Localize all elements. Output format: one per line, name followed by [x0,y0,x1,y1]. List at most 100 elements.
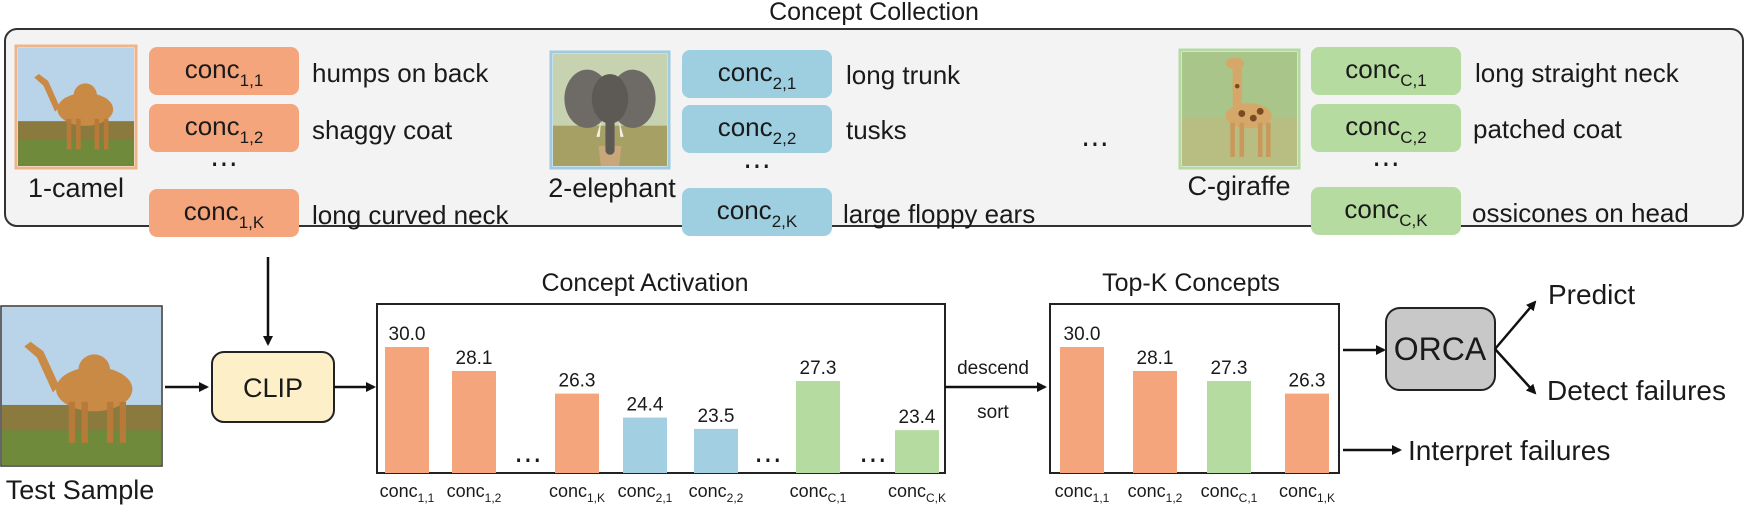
concept-chip: concC,K [1311,187,1461,235]
test-sample-photo-icon [0,305,163,467]
conc-subscript: C,2 [1400,128,1426,147]
ellipsis: ⋯ [1372,148,1400,179]
bar-tick-label: conc1,K [549,481,605,505]
conc-word: conc [1345,54,1400,84]
conc-word: conc [718,57,773,87]
bar [623,417,667,473]
ellipsis: ⋯ [743,150,771,181]
interpret-failures-label: Interpret failures [1408,435,1610,466]
bar [1060,347,1104,473]
bar-gap-ellipsis: ⋯ [514,444,542,475]
bar-tick-label: conc1,2 [1128,481,1183,505]
conc-subscript: 1,K [239,213,265,232]
concept-chip: conc2,K [682,188,832,236]
bar [452,370,496,473]
collection-title: Concept Collection [769,0,979,26]
conc-word: conc [185,54,240,84]
conc-subscript: 1,2 [240,128,264,147]
arrow-to-predict [1494,300,1537,350]
concept-description: long straight neck [1475,58,1680,88]
concept-description: long curved neck [312,200,510,230]
concept-description: tusks [846,115,907,145]
class-name: 2-elephant [548,173,676,203]
concept-chip: conc1,2 [149,104,299,152]
bar-tick-label: conc1,1 [380,481,435,505]
bar-value-label: 24.4 [627,395,664,416]
bar-tick-label: concC,K [888,481,946,505]
concept-chip: concC,1 [1311,47,1461,95]
ellipsis: ⋯ [210,148,238,179]
conc-subscript: 2,2 [773,129,797,148]
concept-description: humps on back [312,58,489,88]
svg-text:concC,2: concC,2 [1345,111,1426,147]
conc-word: conc [184,196,239,226]
classes-ellipsis: ⋯ [1081,128,1109,159]
bar-tick-label: conc1,1 [1055,481,1110,505]
bar-gap-ellipsis: ⋯ [859,444,887,475]
bar [694,428,738,473]
conc-word: conc [1345,111,1400,141]
orca-label: ORCA [1394,331,1487,367]
bar [796,381,840,473]
conc-subscript: 2,K [772,212,798,231]
conc-word: conc [1344,194,1399,224]
bar-value-label: 28.1 [1137,348,1174,369]
bar-tick-label: conc2,2 [689,481,744,505]
bar-value-label: 28.1 [456,348,493,369]
bar-value-label: 26.3 [559,371,596,392]
concept-description: patched coat [1473,114,1623,144]
conc-word: conc [185,111,240,141]
clip-block: CLIP [211,351,335,423]
bar-tick-label: conc2,1 [618,481,673,505]
elephant-photo-icon [549,50,671,170]
concept-chip: conc2,1 [682,50,832,98]
giraffe-photo-icon [1178,48,1301,170]
bar-value-label: 30.0 [389,324,426,345]
concept-description: shaggy coat [312,115,453,145]
svg-text:conc2,K: conc2,K [717,195,798,231]
concept-chip: conc2,2 [682,105,832,153]
conc-subscript: 2,1 [773,74,797,93]
bar [1207,381,1251,473]
concept-chip: concC,2 [1311,104,1461,152]
bar-value-label: 26.3 [1289,371,1326,392]
concept-chip: conc1,1 [149,47,299,95]
predict-label: Predict [1548,279,1635,310]
conc-subscript: C,1 [1400,71,1426,90]
bar-value-label: 23.5 [698,406,735,427]
bar [1285,393,1329,473]
bar-tick-label: conc1,2 [447,481,502,505]
bar-tick-label: concC,1 [790,481,847,505]
svg-text:conc2,2: conc2,2 [718,112,797,148]
conc-word: conc [718,112,773,142]
sort-label: sort [977,402,1009,423]
camel-photo-icon [14,44,138,170]
class-group-elephant: 2-elephant conc2,1 long trunk conc2,2 tu… [548,50,1035,236]
class-group-camel: 1-camel conc1,1 humps on back conc1,2 sh… [14,44,510,237]
svg-text:conc1,2: conc1,2 [185,111,264,147]
svg-text:concC,1: concC,1 [1345,54,1426,90]
svg-text:concC,K: concC,K [1344,194,1428,230]
conc-subscript: 1,1 [240,71,264,90]
bar [555,393,599,473]
orca-block: ORCA [1385,307,1496,391]
bar [385,347,429,473]
topk-chart-title: Top-K Concepts [1102,269,1280,297]
clip-label: CLIP [243,373,303,403]
svg-text:conc1,1: conc1,1 [185,54,264,90]
test-sample-label: Test Sample [6,475,155,505]
conc-word: conc [717,195,772,225]
concept-chip: conc1,K [149,189,299,237]
bar-gap-ellipsis: ⋯ [754,444,782,475]
bar [1133,370,1177,473]
svg-text:conc2,1: conc2,1 [718,57,797,93]
concept-description: large floppy ears [843,199,1035,229]
concept-description: ossicones on head [1472,198,1689,228]
bar-value-label: 27.3 [800,358,837,379]
bar-value-label: 30.0 [1064,324,1101,345]
detect-failures-label: Detect failures [1547,375,1726,406]
activation-chart: 30.0 conc1,1 28.1 conc1,2 ⋯ 26.3 conc1,K 24.4 co… [380,324,946,505]
bar [895,430,939,473]
bar-tick-label: concC,1 [1201,481,1258,505]
class-name: 1-camel [28,173,124,203]
